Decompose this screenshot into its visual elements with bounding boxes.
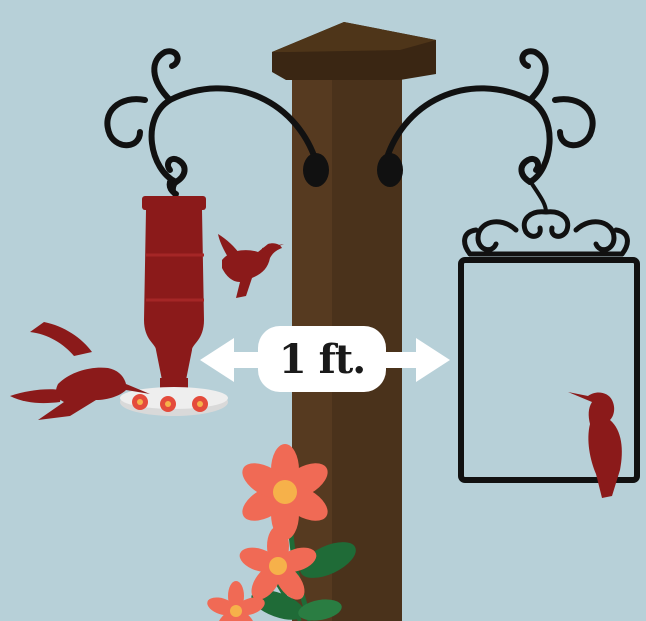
distance-label: 1 ft. — [258, 326, 386, 392]
